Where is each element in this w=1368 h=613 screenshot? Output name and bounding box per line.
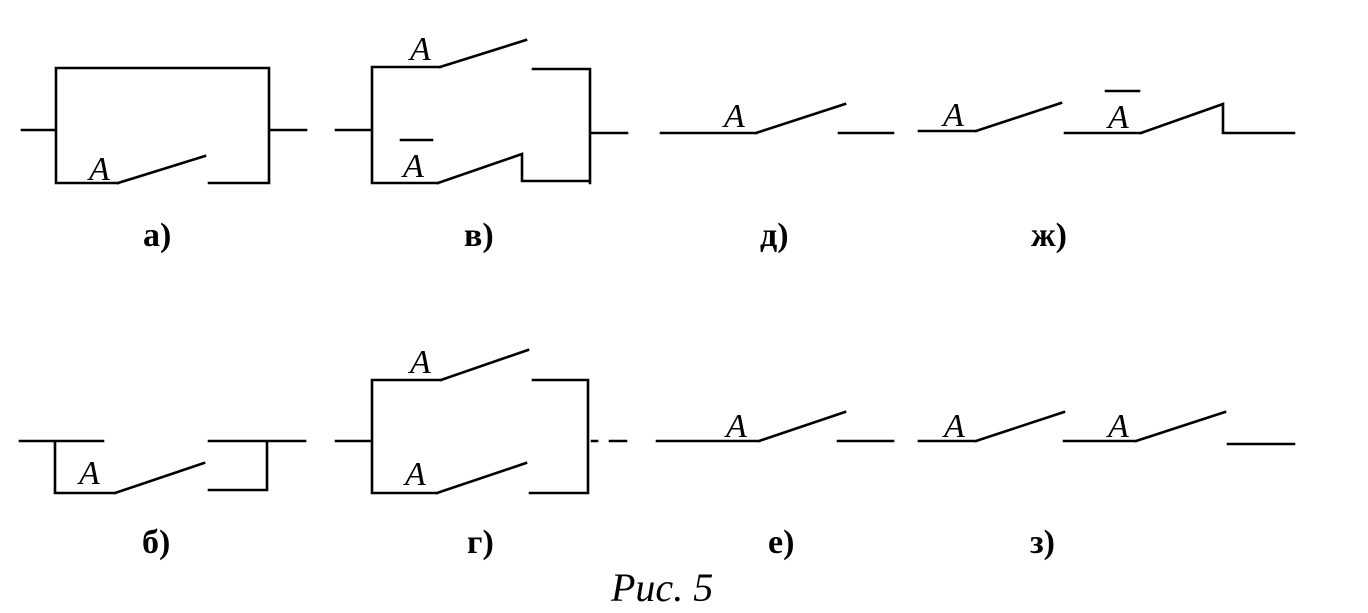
circuit-zh-switch-label-1: A xyxy=(941,97,964,134)
circuit-zh-switch-label-2: A xyxy=(1106,99,1129,136)
circuit-z-switch-label-2: A xyxy=(1106,408,1129,445)
circuit-e: A е) xyxy=(655,408,895,561)
circuit-v-switch-label-bottom: A xyxy=(401,148,424,185)
circuit-z-switch-label-1: A xyxy=(942,408,965,445)
circuit-v: A A в) xyxy=(334,31,629,254)
circuit-g: A A г) xyxy=(334,344,628,561)
circuit-a-caption: а) xyxy=(143,217,171,254)
circuit-b-switch-label: A xyxy=(77,455,100,492)
circuit-d-wiring xyxy=(659,102,895,135)
circuit-e-wiring xyxy=(655,410,895,443)
circuit-g-switch-label-top: A xyxy=(408,344,431,381)
circuit-v-wiring xyxy=(334,38,629,185)
circuit-b: A б) xyxy=(18,439,307,561)
circuit-b-caption: б) xyxy=(142,524,170,561)
circuit-d: A д) xyxy=(659,98,895,254)
circuit-e-switch-label: A xyxy=(724,408,747,445)
circuit-z-caption: з) xyxy=(1030,524,1055,561)
circuit-d-switch-label: A xyxy=(722,98,745,135)
circuit-e-caption: е) xyxy=(768,524,794,561)
circuit-zh-wiring xyxy=(917,101,1296,135)
circuit-zh-caption: ж) xyxy=(1031,217,1067,254)
circuit-zh: A A ж) xyxy=(917,89,1296,254)
circuit-v-switch-label-top: A xyxy=(408,31,431,68)
circuit-g-switch-label-bottom: A xyxy=(403,456,426,493)
circuit-a: A а) xyxy=(20,66,308,254)
circuit-d-caption: д) xyxy=(760,217,789,254)
circuit-b-wiring xyxy=(18,439,307,495)
circuit-g-wiring xyxy=(334,348,628,495)
circuit-g-caption: г) xyxy=(467,524,494,561)
circuit-a-wiring xyxy=(20,66,308,185)
figure-caption: Рис. 5 xyxy=(610,565,713,610)
circuit-a-switch-label: A xyxy=(87,151,110,188)
circuit-v-caption: в) xyxy=(464,217,494,254)
circuit-z: A A з) xyxy=(917,408,1296,561)
circuit-z-wiring xyxy=(917,410,1296,446)
